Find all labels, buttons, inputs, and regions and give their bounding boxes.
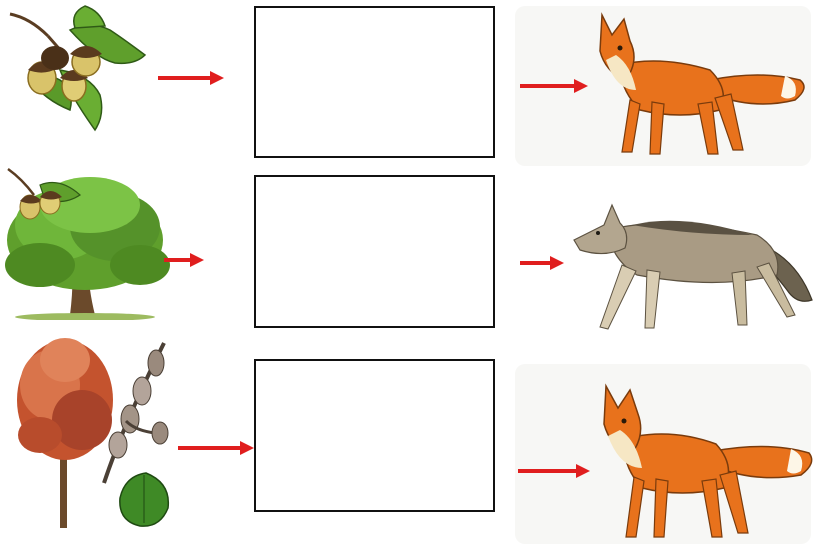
- catkin-branch-image: [102, 342, 170, 527]
- arrow-icon: [178, 441, 254, 455]
- row-3: [0, 325, 823, 549]
- answer-box-2[interactable]: [254, 175, 495, 328]
- arrow-icon: [164, 253, 204, 267]
- answer-box-3[interactable]: [254, 359, 495, 512]
- arrow-icon: [520, 256, 564, 270]
- row-1: [0, 0, 823, 165]
- aspen-tree-image: [17, 338, 113, 528]
- arrow-icon: [518, 464, 590, 478]
- wolf-image: [573, 203, 813, 330]
- oak-tree-image: [5, 167, 170, 320]
- fox-image: [603, 383, 813, 538]
- answer-box-1[interactable]: [254, 6, 495, 158]
- row-2: [0, 165, 823, 340]
- arrow-icon: [520, 79, 588, 93]
- arrow-icon: [158, 71, 224, 85]
- fox-image: [599, 12, 805, 155]
- oak-branch-acorns-image: [9, 5, 147, 132]
